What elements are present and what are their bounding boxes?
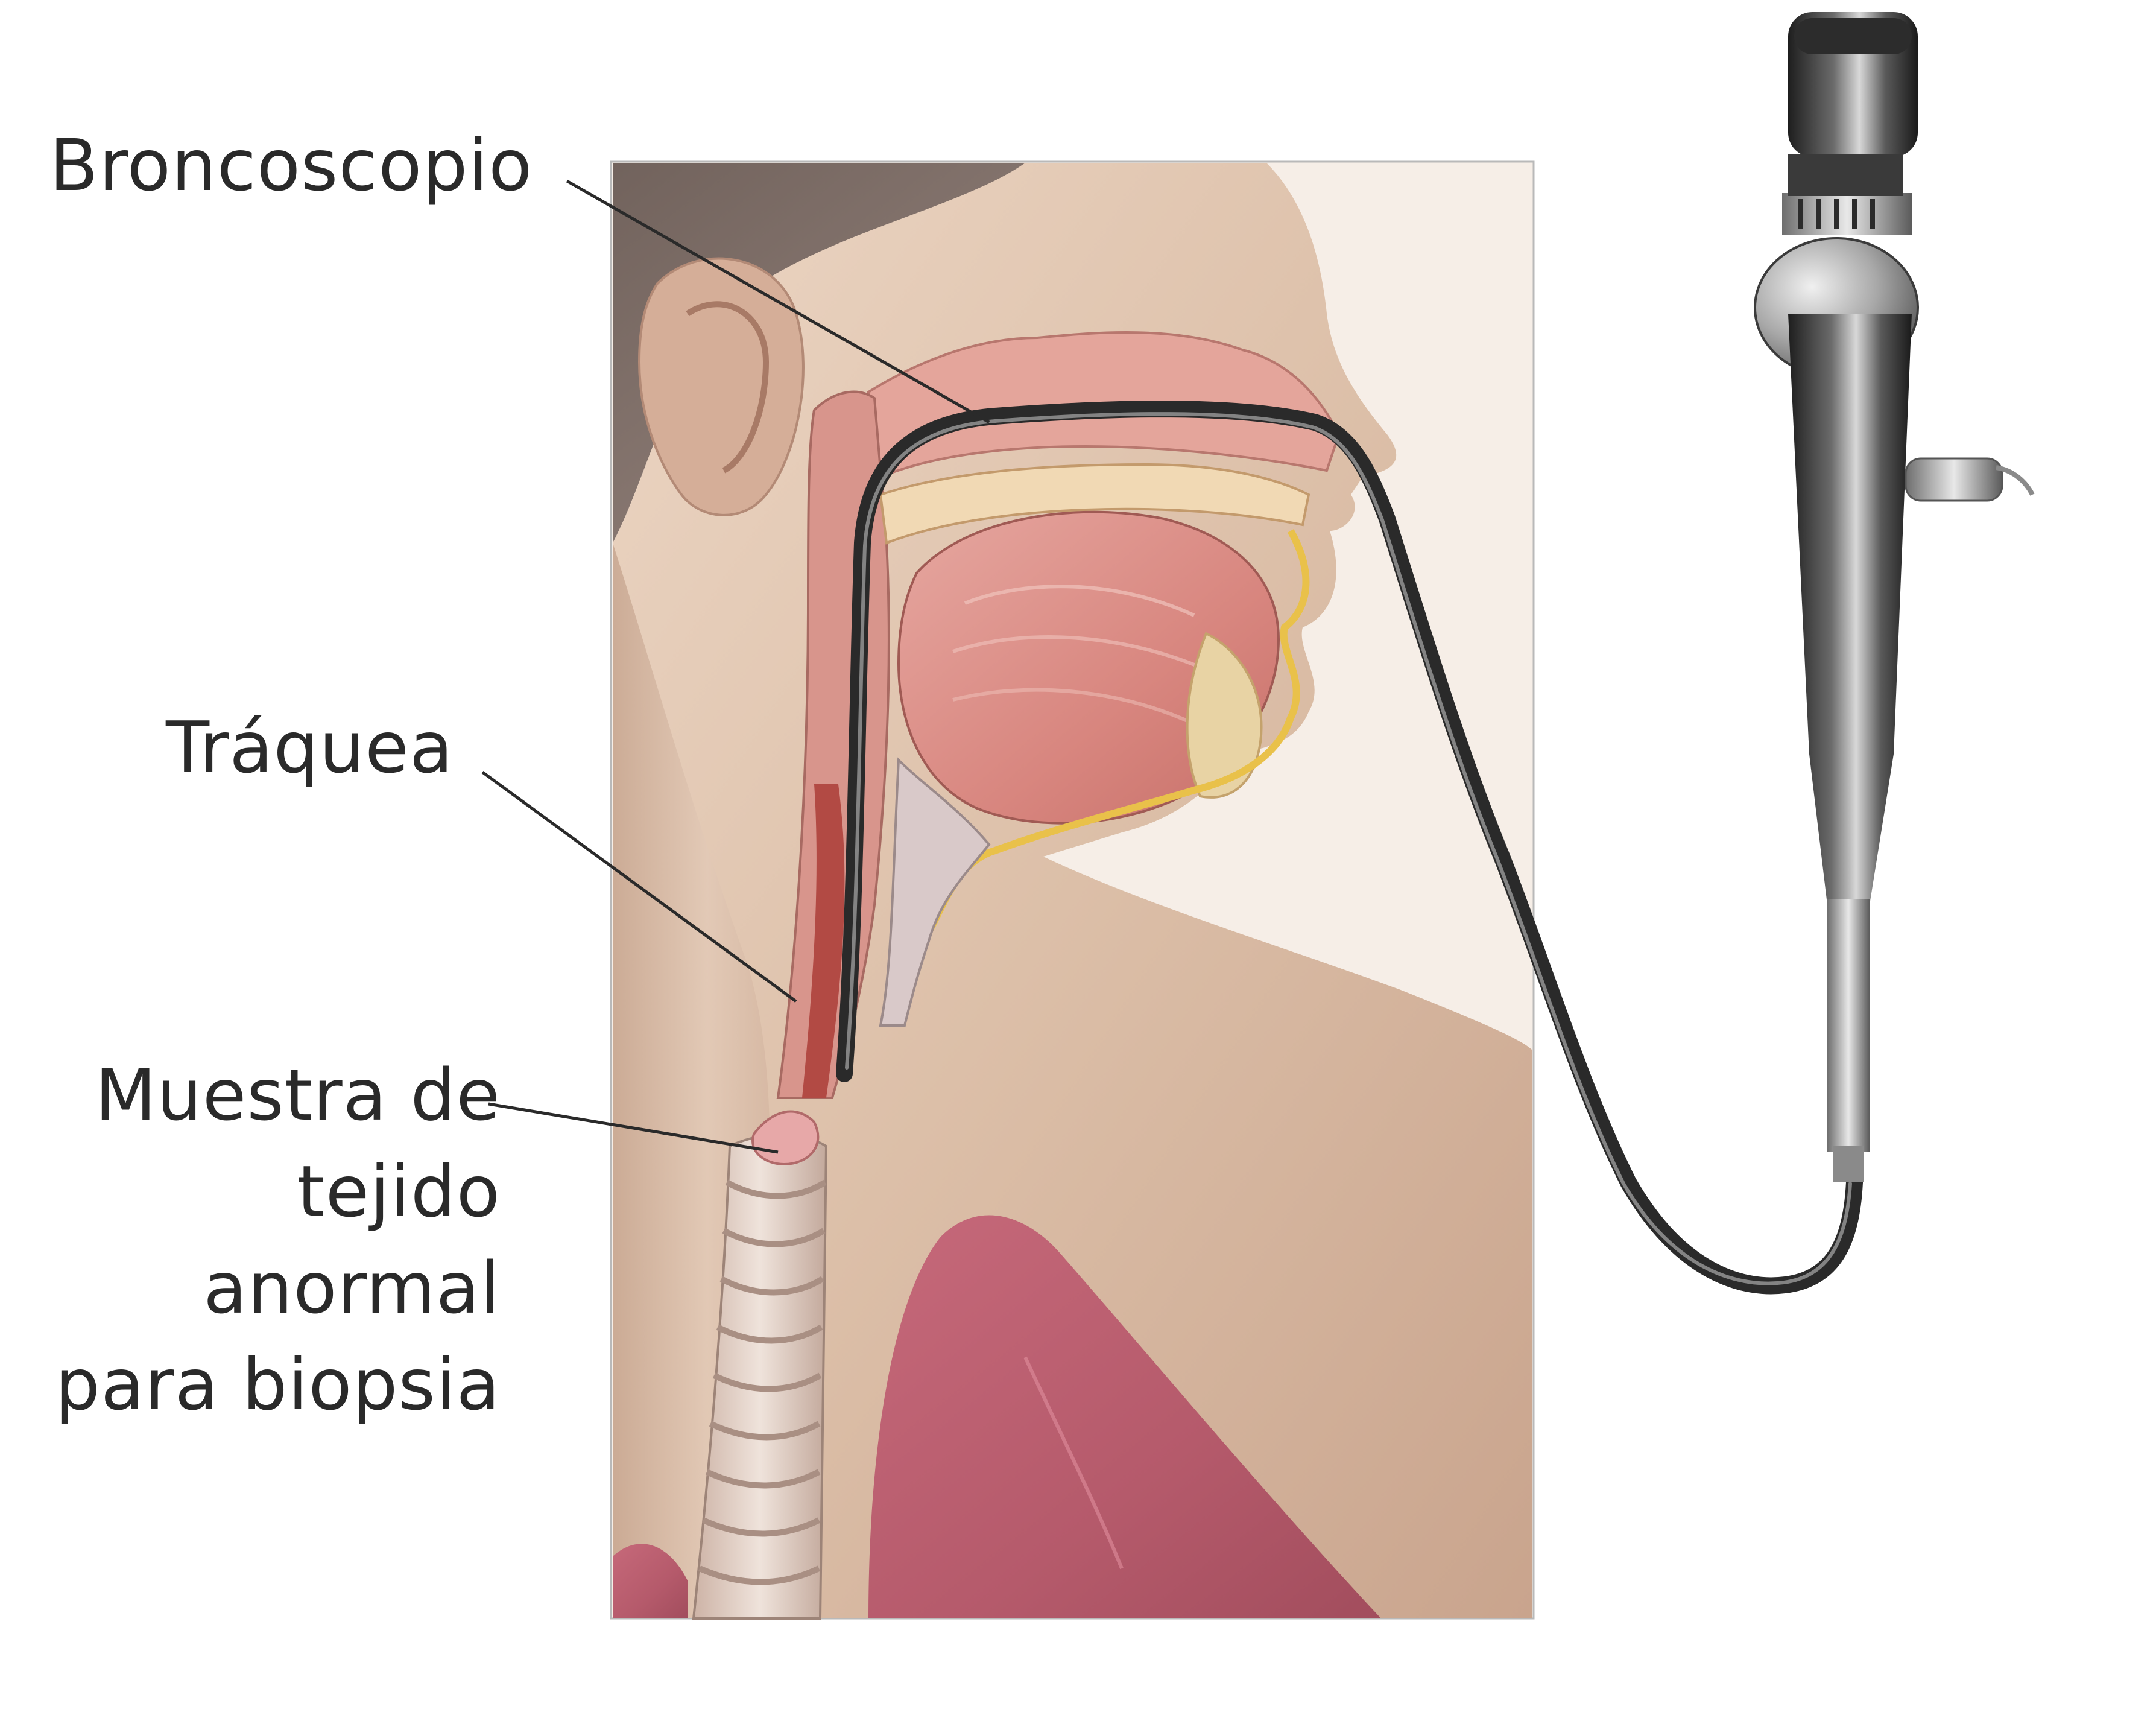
biopsy-label-line-3: anormal xyxy=(203,1246,501,1330)
leader-trachea xyxy=(481,770,797,1003)
trachea-label: Tráquea xyxy=(166,706,454,789)
leader-biopsy xyxy=(488,1102,779,1154)
biopsy-label: Muestra de tejido anormal para biopsia xyxy=(55,1047,501,1433)
bronchoscope-label: Broncoscopio xyxy=(49,124,533,207)
biopsy-label-line-4: para biopsia xyxy=(55,1343,501,1426)
bronchoscope-instrument xyxy=(1754,12,2035,1182)
anatomy-panel xyxy=(610,160,1535,1620)
bronchoscope-tube xyxy=(836,401,1863,1295)
leader-bronchoscope xyxy=(566,179,990,424)
biopsy-label-line-2: tejido xyxy=(297,1150,501,1233)
leader-lines xyxy=(481,179,990,1154)
biopsy-label-line-1: Muestra de xyxy=(95,1053,501,1136)
trachea-rings xyxy=(692,1133,828,1620)
